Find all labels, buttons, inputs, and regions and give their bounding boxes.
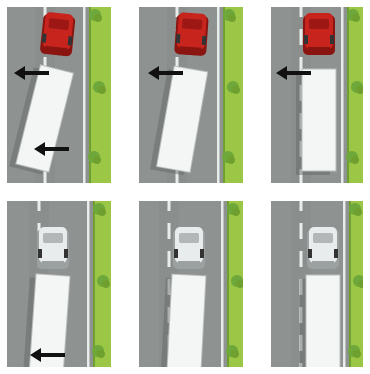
shrub xyxy=(94,14,102,22)
tractor-cab xyxy=(40,11,76,56)
cab-mirror xyxy=(64,249,68,258)
fifth-wheel xyxy=(312,261,334,269)
trailer-body xyxy=(167,274,206,367)
tractor-cab xyxy=(307,227,339,269)
lane-dash xyxy=(168,201,171,211)
edge-line xyxy=(341,7,344,183)
shrub xyxy=(232,208,240,216)
panel-6 xyxy=(271,201,363,367)
scene-svg xyxy=(139,7,243,183)
shrub xyxy=(354,208,362,216)
fifth-wheel xyxy=(179,46,202,56)
cab-mirror xyxy=(304,35,308,44)
cab-body xyxy=(305,13,333,49)
lane-dash xyxy=(300,29,303,45)
shrub xyxy=(228,14,236,22)
lane-dash xyxy=(300,201,303,211)
edge-line xyxy=(221,201,224,367)
shrub xyxy=(231,350,239,358)
shrub xyxy=(351,156,359,164)
cab-mirror xyxy=(200,249,204,258)
tractor-cab xyxy=(37,227,69,269)
steer-arrow-trailer xyxy=(39,353,65,357)
edge-line xyxy=(87,201,90,367)
cab-body xyxy=(175,227,203,263)
tractor-cab xyxy=(173,227,205,269)
shrub xyxy=(102,280,110,288)
trailer xyxy=(300,275,340,367)
cab-mirror xyxy=(174,249,178,258)
shrub xyxy=(227,156,235,164)
shrub xyxy=(98,208,106,216)
cab-body xyxy=(39,227,67,263)
cab-windshield xyxy=(43,233,63,243)
cab-mirror xyxy=(38,249,42,258)
shrub xyxy=(98,86,106,94)
panel-5 xyxy=(139,201,243,367)
cab-mirror xyxy=(176,34,181,43)
edge-line xyxy=(343,201,346,367)
cab-windshield xyxy=(48,18,69,30)
cab-windshield xyxy=(313,233,333,243)
fifth-wheel xyxy=(178,261,200,269)
edge-line xyxy=(83,7,86,183)
panel-2 xyxy=(139,7,243,183)
edge-line xyxy=(217,7,220,183)
trailer-body xyxy=(306,275,340,367)
panel-1 xyxy=(7,7,111,183)
shrub xyxy=(353,350,361,358)
trailer xyxy=(296,69,336,175)
shrub xyxy=(93,156,101,164)
cab-mirror xyxy=(334,249,338,258)
lane-dash xyxy=(300,223,303,239)
scene-svg xyxy=(271,7,363,183)
steer-arrow-cab xyxy=(285,71,311,75)
cab-mirror xyxy=(202,36,207,45)
fifth-wheel xyxy=(42,261,64,269)
shrub xyxy=(97,350,105,358)
lane-dash xyxy=(176,7,179,17)
cab-body xyxy=(309,227,337,263)
scene-svg xyxy=(271,201,363,367)
tractor-cab xyxy=(174,12,209,56)
trailer xyxy=(23,273,70,367)
trailer-body xyxy=(302,69,336,171)
lane-dash xyxy=(300,7,303,17)
verge-edge xyxy=(349,201,351,367)
cab-mirror xyxy=(308,249,312,258)
shrub xyxy=(352,14,360,22)
shrub xyxy=(232,86,240,94)
fifth-wheel xyxy=(308,47,330,55)
verge-edge xyxy=(93,201,95,367)
lane-dash xyxy=(168,251,171,267)
scene-svg xyxy=(7,201,111,367)
verge-edge xyxy=(227,201,229,367)
lane-dash xyxy=(168,223,171,239)
scene-svg xyxy=(7,7,111,183)
steer-arrow-cab xyxy=(157,71,183,75)
cab-mirror xyxy=(330,35,334,44)
trailer xyxy=(160,274,205,367)
panel-4 xyxy=(7,201,111,367)
panel-3 xyxy=(271,7,363,183)
steer-arrow-trailer xyxy=(43,147,69,151)
cab-windshield xyxy=(182,18,203,29)
cab-windshield xyxy=(309,19,329,29)
steer-arrow-cab xyxy=(23,71,49,75)
scene-svg xyxy=(139,201,243,367)
cab-windshield xyxy=(179,233,199,243)
lane-dash xyxy=(38,201,41,211)
tractor-cab xyxy=(303,13,335,55)
lane-dash xyxy=(300,251,303,267)
